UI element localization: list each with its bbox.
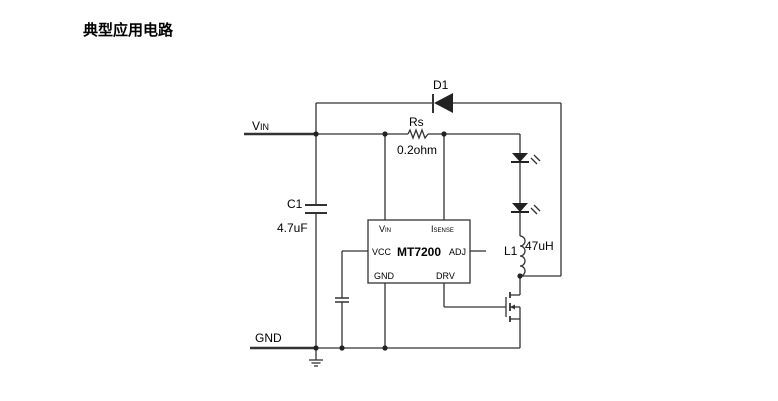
c1-value: 4.7uF — [277, 221, 308, 235]
c1-label: C1 — [287, 197, 303, 211]
chip-vcc-pin-label: VCC — [372, 247, 392, 257]
mt7200-chip — [367, 219, 471, 284]
rs-value: 0.2ohm — [397, 143, 437, 157]
junction-dot — [517, 273, 523, 279]
chip-adj-pin-label: ADJ — [449, 247, 466, 257]
junction-dot — [382, 345, 388, 351]
d1-label: D1 — [433, 78, 449, 92]
junction-dot — [339, 345, 345, 351]
l1-label: L1 — [504, 244, 518, 258]
l1-inductor — [519, 235, 526, 277]
junction-dot — [313, 131, 319, 137]
rs-resistor — [407, 128, 429, 140]
l1-value: 47uH — [525, 239, 554, 253]
chip-gnd-pin-label: GND — [374, 271, 395, 281]
junction-dot — [382, 131, 388, 137]
led-1 — [512, 153, 528, 162]
chip-vin-pin-label: VIN — [379, 224, 391, 234]
led-2 — [512, 203, 528, 212]
gnd-label: GND — [255, 331, 282, 345]
vin-label: VIN — [252, 119, 269, 133]
chip-drv-pin-label: DRV — [436, 271, 455, 281]
chip-name: MT7200 — [397, 245, 441, 259]
junction-dot — [313, 345, 319, 351]
chip-isense-pin-label: ISENSE — [431, 224, 454, 234]
d1-diode — [434, 93, 453, 113]
rs-label: Rs — [409, 115, 424, 129]
junction-dot — [441, 131, 447, 137]
page-title: 典型应用电路 — [83, 21, 174, 39]
